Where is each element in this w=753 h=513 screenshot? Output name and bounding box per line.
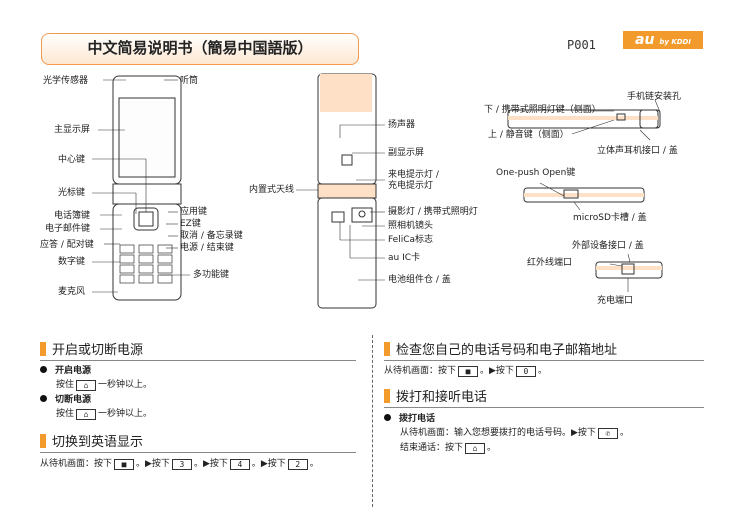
label-email-key: 电子邮件键 [45, 224, 91, 234]
side-leader-lines [539, 99, 661, 292]
label-au-ic-card: au IC卡 [388, 253, 421, 263]
power-off-label: 切断电源 [55, 395, 92, 405]
key-0: 0 [515, 366, 536, 377]
section-english-heading: 切换到英语显示 [40, 434, 356, 453]
label-cursor-key: 光标键 [58, 188, 86, 198]
back-leader-lines [296, 124, 385, 281]
power-on-text: 按住⌂一秒钟以上。 [56, 379, 152, 392]
au-logo: au by KDDI [623, 31, 703, 49]
label-felica: FeliCa标志 [388, 235, 434, 245]
key-menu: ■ [458, 366, 479, 377]
label-main-display: 主显示屏 [54, 125, 91, 135]
power-on-label: 开启电源 [55, 366, 92, 376]
english-end: 。 [309, 459, 319, 469]
phone-front-drawing [112, 75, 182, 301]
check-pre: 从待机画面：按下 [384, 366, 457, 376]
section-check-heading: 检查您自己的电话号码和电子邮箱地址 [384, 342, 704, 361]
label-app-key: 应用键 [180, 207, 208, 217]
label-camera-lens: 照相机镜头 [388, 221, 434, 231]
bullet-icon [40, 395, 47, 402]
label-infrared-port: 红外线端口 [527, 258, 573, 268]
label-earphone-jack: 立体声耳机接口 / 盖 [597, 146, 678, 156]
call-line2-pre: 结束通话：按下 [400, 443, 464, 453]
call-line1-pre: 从待机画面：输入您想要拨打的电话号码。▶按下 [400, 428, 596, 438]
bullet-icon [40, 366, 47, 373]
power-off-pre: 按住 [56, 409, 75, 419]
label-incoming-light: 来电提示灯 / [388, 170, 439, 180]
section-check-title: 检查您自己的电话号码和电子邮箱地址 [396, 343, 618, 358]
page-title: 中文简易说明书（簡易中国語版） [41, 33, 359, 65]
section-english-title: 切换到英语显示 [52, 435, 144, 450]
label-answer-key: 应答 / 配对键 [40, 240, 94, 250]
column-divider [372, 335, 373, 507]
power-on-title: 开启电源 [40, 365, 91, 378]
key-2: 2 [287, 459, 308, 470]
check-sep1: 。▶按下 [480, 366, 514, 376]
label-microphone: 麦克风 [58, 287, 86, 297]
call-line1-end: 。 [619, 428, 629, 438]
section-power-title: 开启或切断电源 [52, 343, 144, 358]
label-power-key: 电源 / 结束键 [180, 243, 234, 253]
section-power-heading: 开启或切断电源 [40, 342, 356, 361]
power-on-pre: 按住 [56, 380, 75, 390]
section-call-title: 拨打和接听电话 [396, 390, 488, 405]
power-off-title: 切断电源 [40, 394, 91, 407]
bullet-icon [384, 414, 391, 421]
label-cancel-key: 取消 / 备忘录键 [180, 231, 243, 241]
call-key-icon: ✆ [597, 428, 618, 439]
phone-side-drawing [507, 109, 663, 279]
label-multi-key: 多功能键 [193, 270, 230, 280]
label-down-light-key: 下 / 携带式照明灯键（侧面） [484, 105, 601, 115]
label-camera-light-key: 摄影灯 / 携带式照明灯 [388, 207, 478, 217]
label-number-keys: 数字键 [58, 257, 86, 267]
label-microsd: microSD卡槽 / 盖 [573, 213, 647, 223]
end-key-icon: ⌂ [465, 443, 486, 454]
label-center-key: 中心键 [58, 155, 86, 165]
key-menu: ■ [114, 459, 135, 470]
label-ez-key: EZ键 [180, 219, 201, 229]
label-charging-light: 充电提示灯 [388, 181, 434, 191]
call-line1: 从待机画面：输入您想要拨打的电话号码。▶按下✆。 [400, 427, 629, 440]
label-up-silent-key: 上 / 静音键（侧面） [488, 130, 569, 140]
front-leader-lines [92, 79, 190, 293]
power-key-icon: ⌂ [76, 380, 97, 391]
call-sub-label: 拨打电话 [399, 414, 436, 424]
power-off-post: 一秒钟以上。 [98, 409, 153, 419]
logo-main: au [635, 32, 655, 48]
label-battery-cover: 电池组件仓 / 盖 [388, 275, 451, 285]
call-sub-title: 拨打电话 [384, 413, 435, 426]
label-one-push: One-push Open键 [496, 168, 576, 178]
label-antenna: 内置式天线 [249, 185, 295, 195]
label-sub-display: 副显示屏 [388, 148, 425, 158]
key-3: 3 [171, 459, 192, 470]
power-key-icon: ⌂ [76, 409, 97, 420]
call-line2-end: 。 [487, 443, 497, 453]
english-sep2: 。▶按下 [193, 459, 228, 469]
label-earpiece: 听筒 [180, 76, 199, 86]
power-off-text: 按住⌂一秒钟以上。 [56, 408, 152, 421]
label-charge-terminal: 充电端口 [597, 296, 634, 306]
check-end: 。 [537, 366, 547, 376]
label-light-sensor: 光学传感器 [43, 76, 89, 86]
logo-sub: by KDDI [659, 38, 691, 46]
english-pre: 从待机画面：按下 [40, 459, 113, 469]
english-sep1: 。▶按下 [136, 459, 170, 469]
phone-back-drawing [317, 73, 377, 309]
label-external-port: 外部设备接口 / 盖 [572, 241, 644, 251]
english-sep3: 。▶按下 [251, 459, 286, 469]
page-number: P001 [567, 38, 596, 52]
power-on-post: 一秒钟以上。 [98, 380, 153, 390]
label-speaker: 扬声器 [388, 120, 416, 130]
label-strap-hole: 手机链安装孔 [627, 92, 682, 102]
call-line2: 结束通话：按下⌂。 [400, 442, 496, 455]
section-call-heading: 拨打和接听电话 [384, 389, 704, 408]
key-4: 4 [229, 459, 250, 470]
label-phonebook-key: 电话簿键 [54, 211, 91, 221]
